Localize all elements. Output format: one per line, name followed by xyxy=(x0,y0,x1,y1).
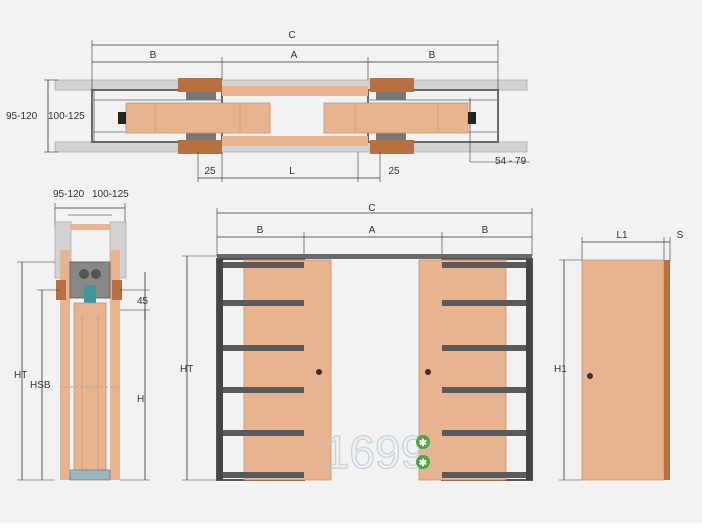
section-view: 95-120 100-125 HT HSB 45 xyxy=(14,189,150,481)
door-l1-label: L1 xyxy=(616,230,628,241)
door-s-label: S xyxy=(677,230,684,241)
elev-studs-left xyxy=(217,262,304,478)
frame-stud xyxy=(217,387,304,393)
plan-a-label: A xyxy=(291,50,298,61)
plan-trim-left-bottom xyxy=(178,140,222,154)
gear-icon: ✱ xyxy=(416,455,430,469)
frame-stud xyxy=(442,387,532,393)
gear-icon: ✱ xyxy=(416,435,430,449)
plan-c-label: C xyxy=(288,30,295,41)
section-frame-thickness-label: 100-125 xyxy=(92,189,129,200)
plan-trim-right-top xyxy=(370,78,414,92)
plan-view: C B A B 95-120 100-125 25 L 25 54 - 79 xyxy=(6,30,530,182)
frame-stud xyxy=(217,472,304,478)
frame-stud xyxy=(442,300,532,306)
plan-door-width-label: L xyxy=(289,166,295,177)
elev-watermark: 1699 xyxy=(324,426,426,478)
elev-handle-right xyxy=(425,369,431,375)
plan-trim-left-top xyxy=(178,78,222,92)
frame-stud xyxy=(217,345,304,351)
frame-stud xyxy=(217,300,304,306)
door-view: L1 S H1 xyxy=(554,230,684,481)
section-ht-label: HT xyxy=(14,370,27,381)
elev-b-right-label: B xyxy=(482,225,489,236)
plan-trim-right-bottom xyxy=(370,140,414,154)
door-h1-label: H1 xyxy=(554,364,567,375)
frame-stud xyxy=(442,345,532,351)
elevation-view: C B A B HT 1699 ✱ xyxy=(180,203,533,481)
plan-frame-thickness-label: 100-125 xyxy=(48,111,85,122)
door-handle xyxy=(587,373,593,379)
plan-left-offset-label: 25 xyxy=(204,166,216,177)
elev-door-right xyxy=(418,259,507,481)
door-leaf xyxy=(581,259,665,481)
plan-door-left xyxy=(125,102,271,134)
elev-studs-right xyxy=(442,262,532,478)
door-edge xyxy=(664,260,670,480)
section-gap-label: 45 xyxy=(137,296,149,307)
elev-header-track xyxy=(217,254,532,259)
section-h-label: H xyxy=(137,394,144,405)
plan-right-offset-label: 25 xyxy=(388,166,400,177)
plan-side-gap-label: 54 - 79 xyxy=(495,156,527,167)
frame-stud xyxy=(442,430,532,436)
frame-stud xyxy=(442,262,532,268)
frame-stud xyxy=(217,430,304,436)
plan-door-right xyxy=(323,102,469,134)
elev-a-label: A xyxy=(369,225,376,236)
section-door xyxy=(73,302,107,479)
plan-wall-thickness-label: 95-120 xyxy=(6,111,38,122)
plan-b-right-label: B xyxy=(429,50,436,61)
frame-stud xyxy=(442,472,532,478)
elev-b-left-label: B xyxy=(257,225,264,236)
frame-stud xyxy=(217,262,304,268)
elev-ht-label: HT xyxy=(180,364,193,375)
section-hsb-label: HSB xyxy=(30,380,51,391)
elev-door-left xyxy=(243,259,332,481)
elev-c-label: C xyxy=(368,203,375,214)
svg-text:✱: ✱ xyxy=(419,438,428,449)
svg-text:✱: ✱ xyxy=(419,458,428,469)
plan-b-left-label: B xyxy=(150,50,157,61)
section-wall-thickness-label: 95-120 xyxy=(53,189,85,200)
elev-handle-left xyxy=(316,369,322,375)
